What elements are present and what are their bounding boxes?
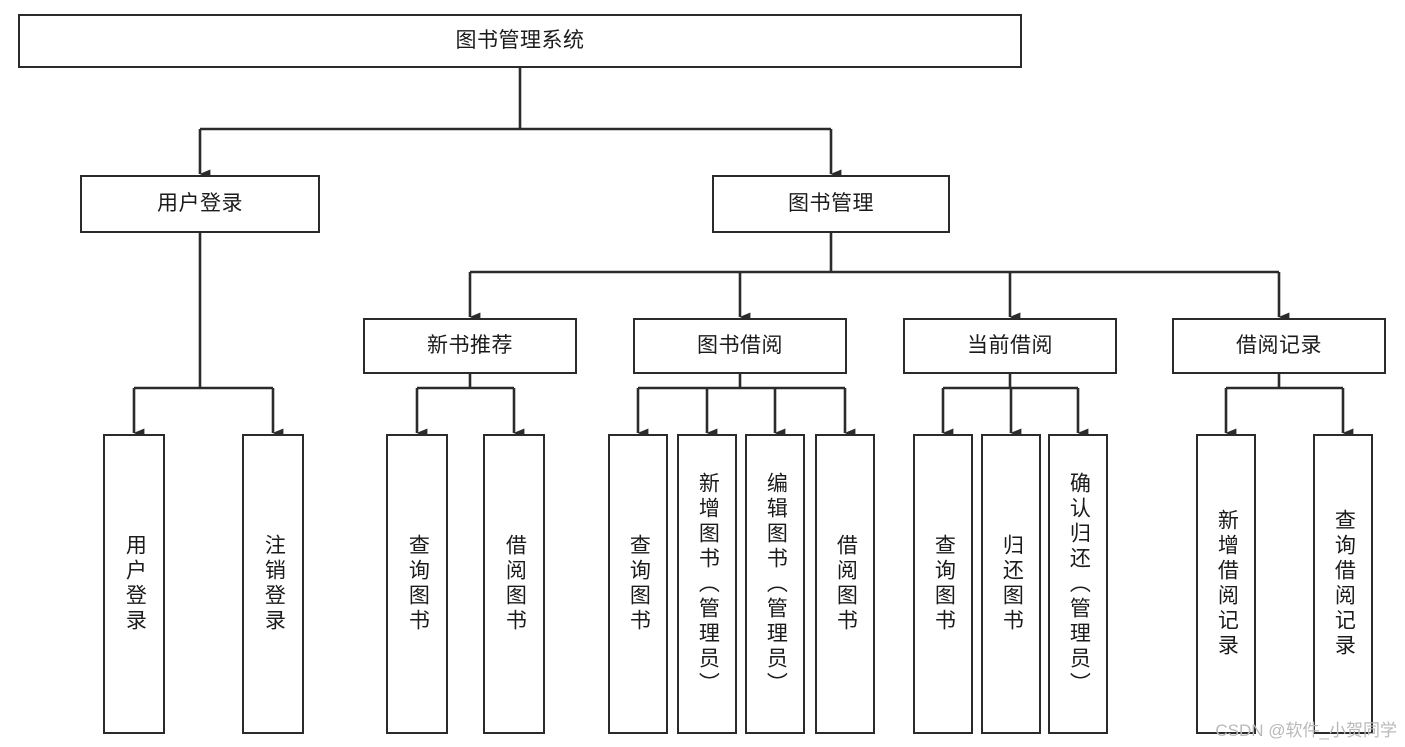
node-borrow[interactable]: 图书借阅	[633, 318, 847, 374]
node-l-query3[interactable]: 查询图书	[913, 434, 973, 734]
node-label: 新增借阅记录	[1215, 509, 1239, 659]
node-l-borrow2[interactable]: 借阅图书	[815, 434, 875, 734]
node-label: 用户登录	[123, 534, 147, 634]
node-label: 归还图书	[1000, 534, 1024, 634]
node-label: 图书管理	[788, 191, 874, 215]
node-l-login[interactable]: 用户登录	[103, 434, 165, 734]
node-l-edit[interactable]: 编辑图书（管理员）	[745, 434, 805, 734]
node-l-queryrec[interactable]: 查询借阅记录	[1313, 434, 1373, 734]
node-login[interactable]: 用户登录	[80, 175, 320, 233]
node-label: 图书借阅	[697, 333, 783, 357]
node-l-addrec[interactable]: 新增借阅记录	[1196, 434, 1256, 734]
node-label: 新增图书（管理员）	[696, 471, 720, 697]
node-l-confirm[interactable]: 确认归还（管理员）	[1048, 434, 1108, 734]
node-label: 查询图书	[932, 534, 956, 634]
node-l-borrow1[interactable]: 借阅图书	[483, 434, 545, 734]
node-label: 新书推荐	[427, 333, 513, 357]
node-l-add[interactable]: 新增图书（管理员）	[677, 434, 737, 734]
node-label: 用户登录	[157, 191, 243, 215]
node-label: 确认归还（管理员）	[1067, 471, 1091, 697]
watermark: CSDN @软件_小贺同学	[1215, 721, 1397, 740]
node-label: 当前借阅	[967, 333, 1053, 357]
node-label: 注销登录	[262, 534, 286, 634]
node-root[interactable]: 图书管理系统	[18, 14, 1022, 68]
node-label: 借阅图书	[503, 534, 527, 634]
node-l-query1[interactable]: 查询图书	[386, 434, 448, 734]
node-newbook[interactable]: 新书推荐	[363, 318, 577, 374]
node-label: 编辑图书（管理员）	[764, 471, 788, 697]
node-label: 查询借阅记录	[1332, 509, 1356, 659]
node-label: 图书管理系统	[455, 28, 585, 52]
node-current[interactable]: 当前借阅	[903, 318, 1117, 374]
node-label: 查询图书	[406, 534, 430, 634]
node-l-return[interactable]: 归还图书	[981, 434, 1041, 734]
node-l-query2[interactable]: 查询图书	[608, 434, 668, 734]
node-label: 借阅图书	[834, 534, 858, 634]
node-label: 借阅记录	[1236, 333, 1322, 357]
node-l-logout[interactable]: 注销登录	[242, 434, 304, 734]
node-label: 查询图书	[627, 534, 651, 634]
node-bookmgmt[interactable]: 图书管理	[712, 175, 950, 233]
node-records[interactable]: 借阅记录	[1172, 318, 1386, 374]
